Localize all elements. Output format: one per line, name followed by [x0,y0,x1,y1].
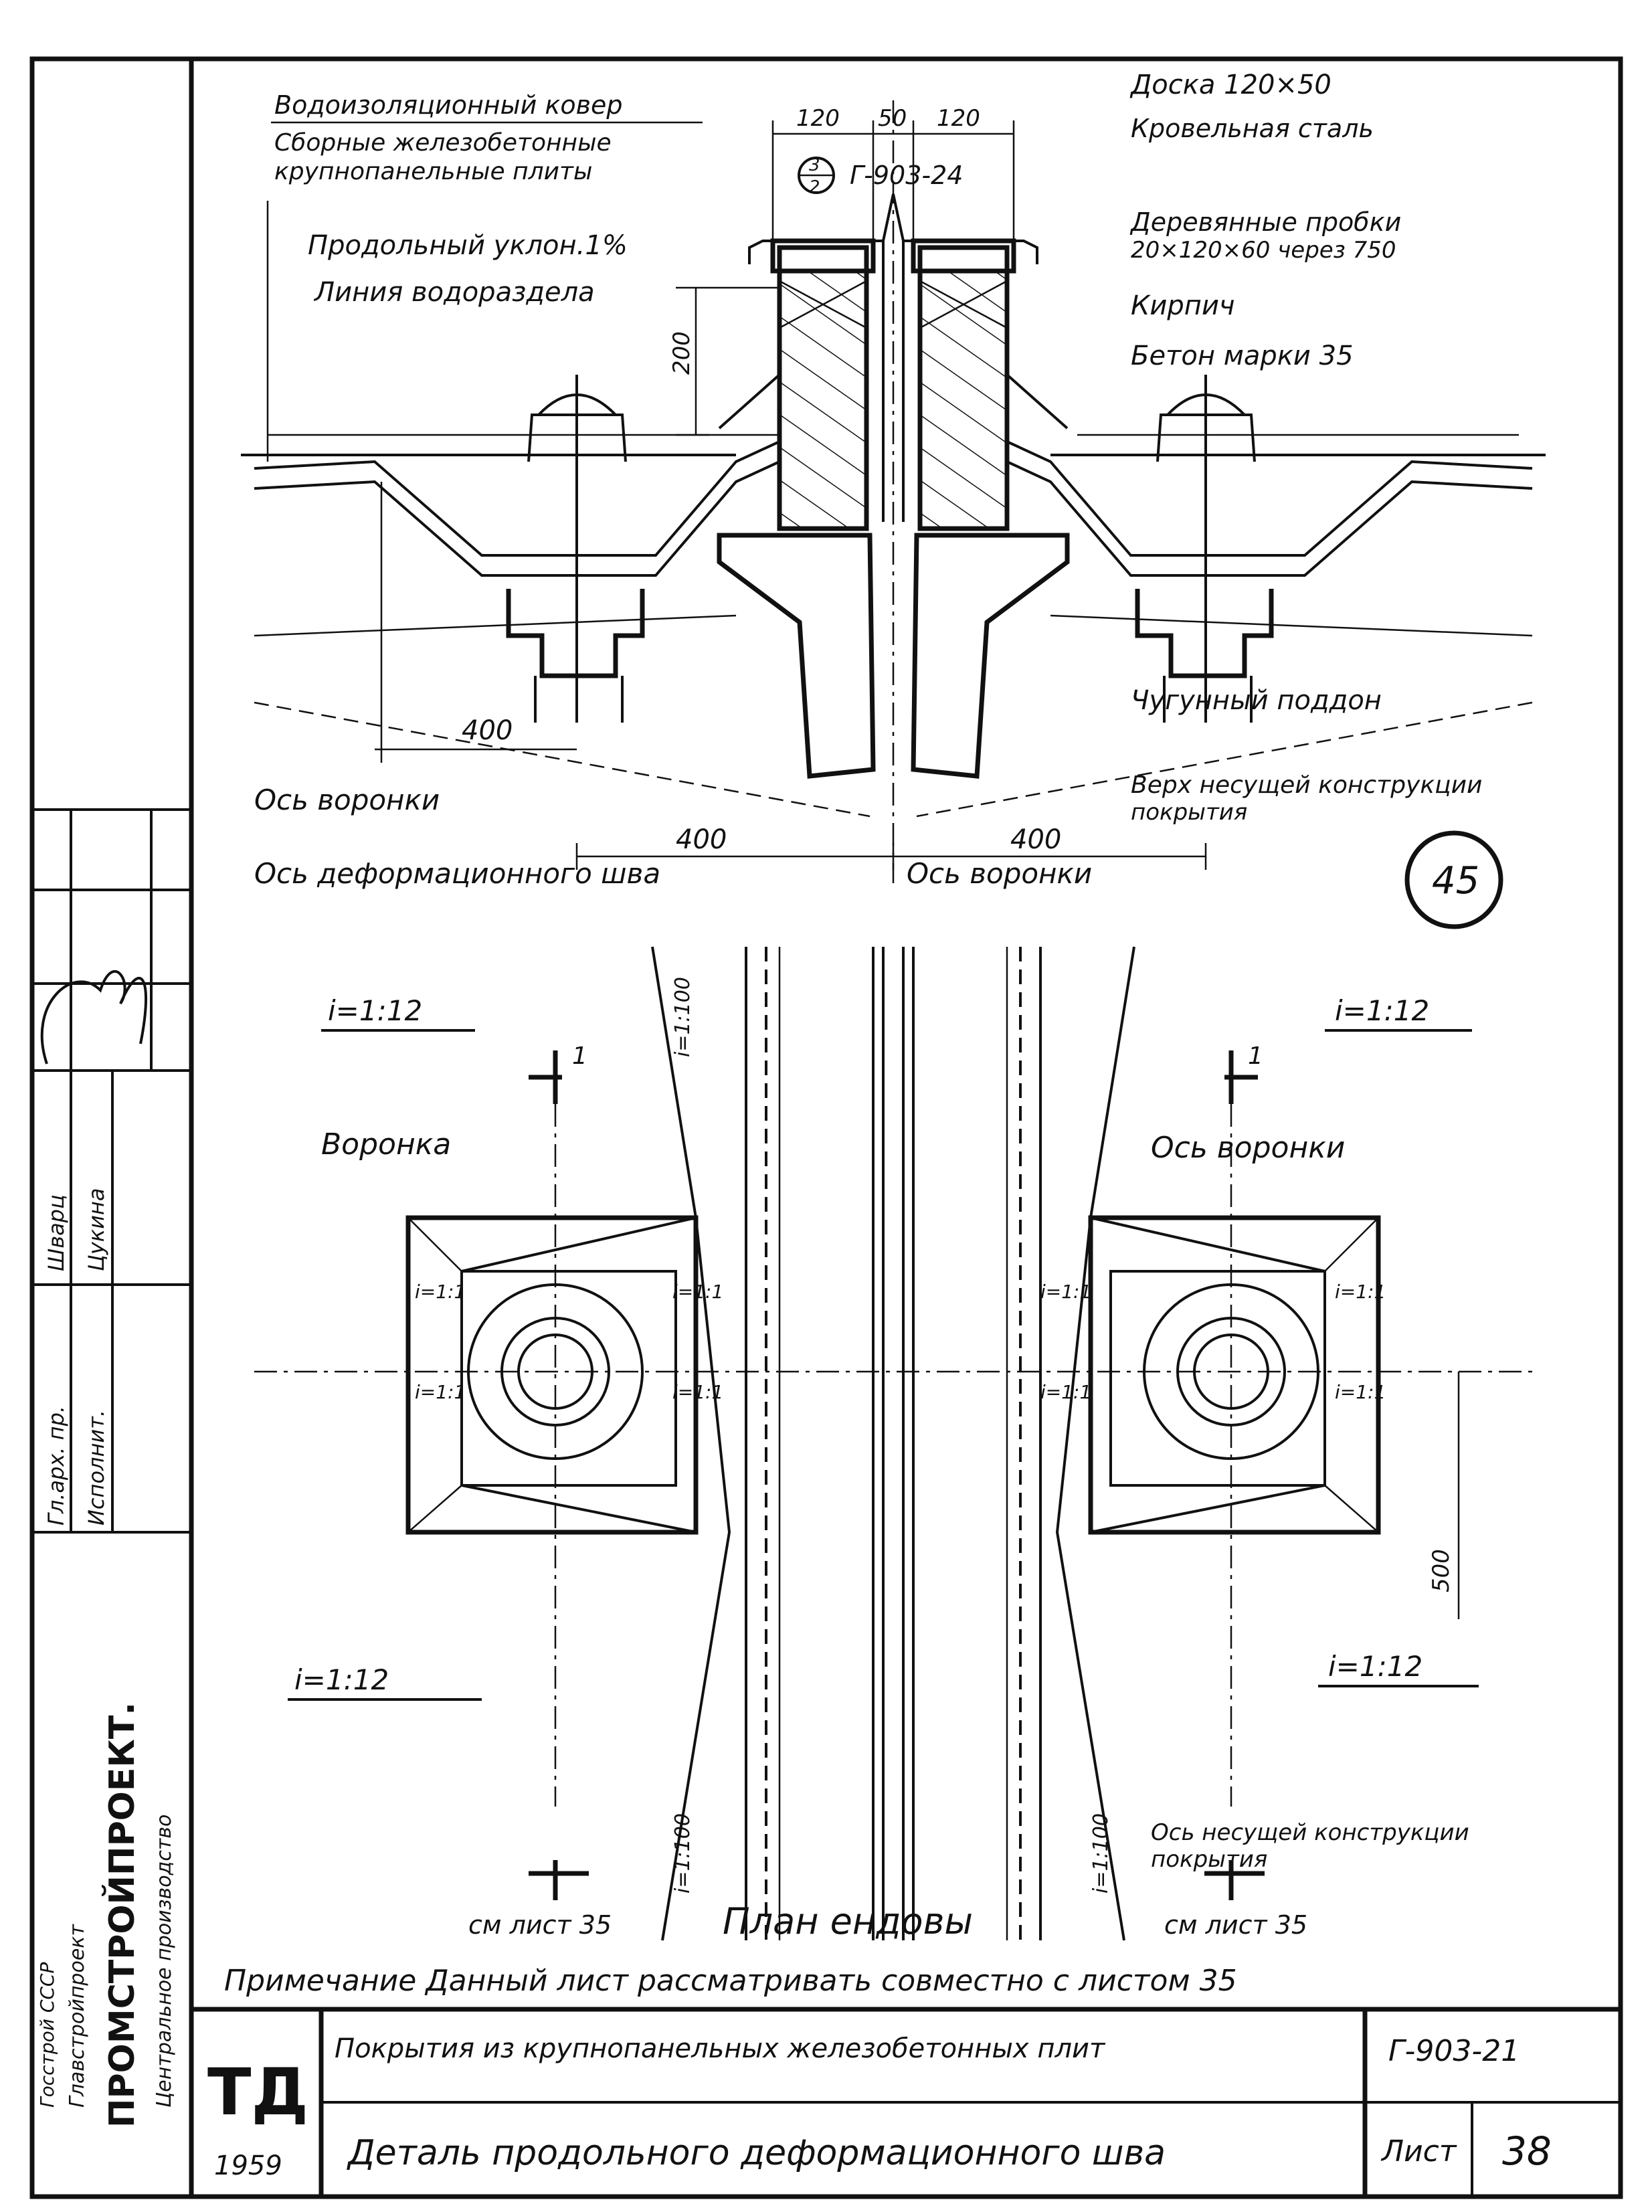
plan-box-slope-3: i=1:1 [672,1281,723,1303]
sheet-frame [29,56,1623,2199]
label-plugs-2: 20×120×60 через 750 [1131,237,1396,264]
label-slope: Продольный уклон.1% [308,230,628,261]
slab-right [1006,440,1533,557]
label-plates-2: крупнопанельные плиты [274,158,592,185]
label-brick: Кирпич [1131,290,1235,321]
stamp-name-exec: Цукина [84,1188,109,1271]
plan-ref-right: см лист 35 [1164,1910,1307,1940]
dim-50: 50 [878,105,907,132]
plan-drawing [254,946,1532,1941]
plan-cut-mark-2: 1 [1248,1042,1263,1070]
plan-box-slope-5: i=1:1 [1040,1281,1091,1303]
stamp-sheet-no: 38 [1502,2128,1552,2174]
stamp-role-exec: Исполнит. [84,1410,109,1526]
plan-ref-left: см лист 35 [468,1910,612,1940]
stamp-title-2: Деталь продольного деформационного шва [347,2133,1166,2173]
stamp-role-chief: Гл.арх. пр. [43,1406,69,1526]
label-board: Доска 120×50 [1129,70,1332,100]
detail-number-circle [1404,830,1503,929]
plan-title: План ендовы [723,1900,973,1942]
plan-box-slope-6: i=1:1 [1040,1381,1091,1403]
dim-400-right: 400 [1010,824,1061,855]
plan-funnel-axis: Ось воронки [1151,1131,1345,1165]
label-waterproof: Водоизоляционный ковер [274,90,623,120]
stamp-logo: ТД [207,2055,308,2130]
plan-slope-vert-top: i=1:100 [671,977,695,1057]
plan-box-slope-2: i=1:1 [415,1381,466,1403]
label-roof-steel-ref: Г-903-24 [850,161,963,190]
plan-funnel-left [405,1215,699,1535]
brick-left [779,271,866,529]
plan-dim-500: 500 [1428,1549,1455,1592]
plan-box-slope-1: i=1:1 [415,1281,466,1303]
plan-funnel: Воронка [321,1127,451,1162]
dim-400-left: 400 [676,824,727,855]
plan-cut-mark-1: 1 [572,1042,587,1070]
label-joint-axis: Ось деформационного шва [254,857,660,890]
plan-box-slope-7: i=1:1 [1335,1281,1386,1303]
brick-right [920,271,1007,529]
beam-left [717,533,876,779]
stamp-code: Г-903-21 [1388,2034,1520,2068]
plan-box-slope-4: i=1:1 [672,1381,723,1403]
roof-steel-cap [748,240,1038,522]
label-plates-1: Сборные железобетонные [274,129,612,157]
dim-120-left: 120 [796,105,840,132]
stamp-org-line3: Центральное производство [153,1815,176,2108]
stamp-org-name: ПРОМСТРОЙПРОЕКТ. [102,1702,143,2128]
plan-note: Примечание Данный лист рассматривать сов… [224,1964,1237,1998]
plan-struct-axis-2: покрытия [1151,1846,1267,1873]
section-drawing [241,100,1546,929]
detail-number: 45 [1432,859,1479,903]
plan-slope-vert-bl: i=1:100 [671,1813,695,1894]
stamp-year: 1959 [214,2150,282,2181]
slab-left [254,440,780,557]
stamp-org-line1: Госстрой СССР [36,1962,58,2108]
stamp-left: Гл.арх. пр. Шварц Исполнит. Цукина Госст… [36,970,176,2128]
funnel-right [1135,375,1274,723]
plan-struct-axis-1: Ось несущей конструкции [1151,1819,1469,1846]
label-callout-bottom: 2 [809,177,820,197]
stamp-name-chief: Шварц [43,1194,69,1271]
funnel-left [506,375,645,723]
signature [40,970,148,1065]
label-funnel-axis-left: Ось воронки [254,784,440,816]
label-roof-steel: Кровельная сталь [1131,114,1374,143]
stamp-sheet-label: Лист [1380,2134,1457,2169]
beam-right [911,533,1070,779]
plan-slope-bl: i=1:12 [294,1663,389,1696]
plan-box-slope-8: i=1:1 [1335,1381,1386,1403]
plan-slope-vert-br: i=1:100 [1089,1813,1113,1894]
title-block [191,2007,1621,2197]
dim-200: 200 [668,331,695,375]
dim-120-right: 120 [937,105,980,132]
plan-slope-tr: i=1:12 [1335,994,1429,1027]
title-block-text: ТД 1959 Покрытия из крупнопанельных желе… [207,2033,1552,2181]
label-callout-top: 3 [809,155,820,175]
plan-funnel-right [1088,1215,1381,1535]
stamp-org-line2: Главстройпроект [66,1924,89,2108]
label-cast-tray: Чугунный поддон [1131,685,1382,716]
plan-slope-br: i=1:12 [1328,1650,1422,1683]
dim-400-section: 400 [462,715,513,746]
label-top-struct-2: покрытия [1131,799,1247,826]
label-top-struct-1: Верх несущей конструкции [1131,771,1482,799]
section-labels: Водоизоляционный ковер Сборные железобет… [254,70,1482,903]
label-ridge: Линия водораздела [313,277,595,308]
plan-labels: i=1:12 i=1:12 i=1:12 i=1:12 i=1:100 i=1:… [224,977,1469,1998]
label-concrete: Бетон марки 35 [1131,341,1354,371]
plan-slope-tl: i=1:12 [328,994,422,1027]
label-funnel-axis-right: Ось воронки [907,857,1092,890]
stamp-title-1: Покрытия из крупнопанельных железобетонн… [335,2033,1106,2064]
label-plugs-1: Деревянные пробки [1129,207,1401,237]
